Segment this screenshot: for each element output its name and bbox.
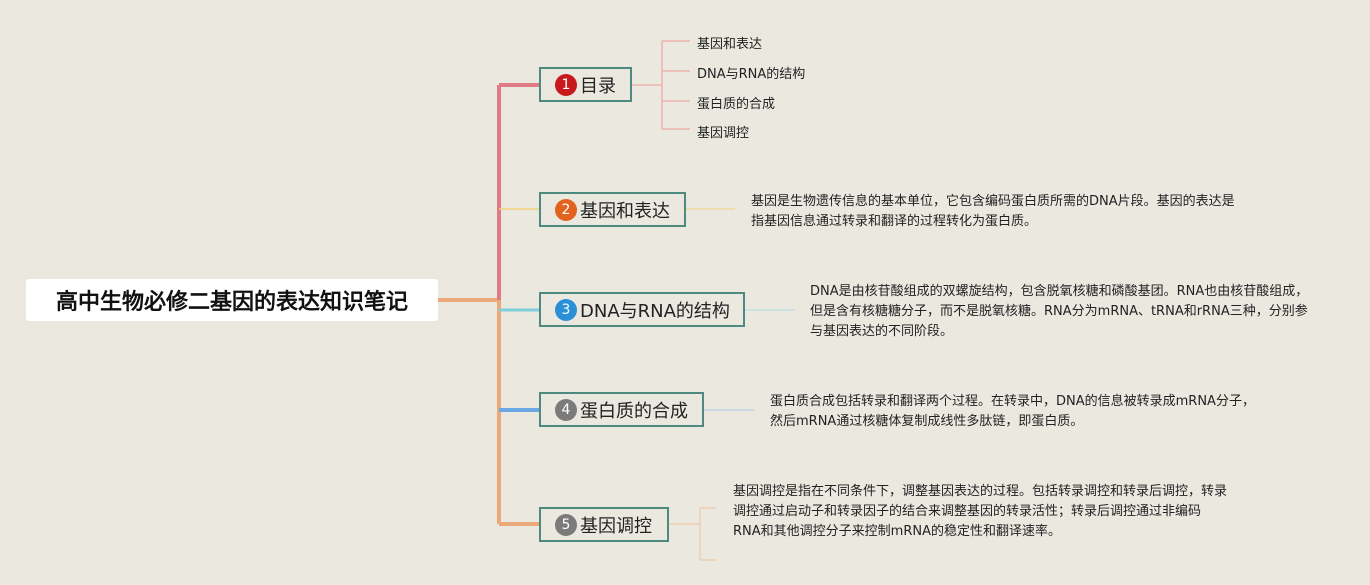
branch-dna-rna[interactable]: 3 DNA与RNA的结构 (539, 292, 745, 327)
number-badge-3: 3 (555, 298, 577, 321)
note-gene-expression[interactable]: 基因是生物遗传信息的基本单位，它包含编码蛋白质所需的DNA片段。基因的表达是指基… (751, 194, 1235, 229)
branch-gene-regulation[interactable]: 5 基因调控 (539, 507, 669, 542)
toc-item-gene-regulation[interactable]: 基因调控 (697, 126, 750, 141)
toc-item-protein-synthesis[interactable]: 蛋白质的合成 (697, 97, 776, 112)
number-badge-2: 2 (555, 198, 577, 221)
number-badge-1: 1 (555, 73, 577, 96)
number-badge-5: 5 (555, 513, 577, 536)
note-gene-regulation[interactable]: 基因调控是指在不同条件下，调整基因表达的过程。包括转录调控和转录后调控，转录调控… (733, 484, 1228, 539)
note-dna-rna[interactable]: DNA是由核苷酸组成的双螺旋结构，包含脱氧核糖和磷酸基团。RNA也由核苷酸组成，… (810, 284, 1309, 339)
branch-toc-label: 目录 (580, 75, 616, 97)
branch-gene-expression[interactable]: 2 基因和表达 (539, 192, 686, 227)
number-badge-4: 4 (555, 398, 577, 421)
toc-item-dna-rna[interactable]: DNA与RNA的结构 (697, 67, 806, 82)
branch-toc[interactable]: 1 目录 (539, 67, 632, 102)
branch-dna-rna-label: DNA与RNA的结构 (580, 300, 730, 322)
branch-protein-synthesis-label: 蛋白质的合成 (580, 400, 688, 422)
branch-gene-regulation-label: 基因调控 (580, 515, 652, 537)
toc-item-gene-expression[interactable]: 基因和表达 (697, 37, 763, 52)
toc-bracket (632, 40, 690, 130)
root-title[interactable]: 高中生物必修二基因的表达知识笔记 (26, 279, 438, 321)
branch-gene-expression-label: 基因和表达 (580, 200, 670, 222)
branch-protein-synthesis[interactable]: 4 蛋白质的合成 (539, 392, 704, 427)
note-protein-synthesis[interactable]: 蛋白质合成包括转录和翻译两个过程。在转录中，DNA的信息被转录成mRNA分子，然… (770, 394, 1255, 429)
note-5-bracket (669, 507, 716, 561)
